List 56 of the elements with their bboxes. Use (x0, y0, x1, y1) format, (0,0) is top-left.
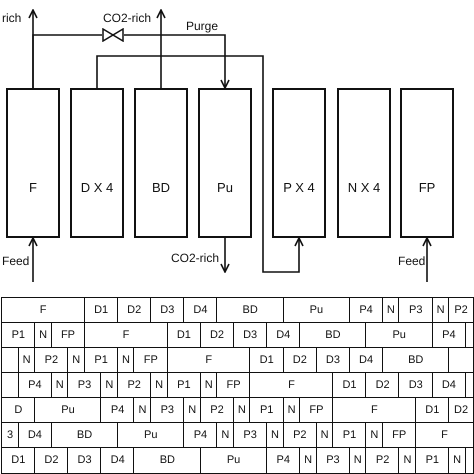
flow-arrow (28, 237, 38, 282)
column-label: D X 4 (80, 180, 114, 195)
adsorber-column (400, 88, 454, 238)
schedule-cell: D1 (249, 347, 284, 374)
schedule-cell: N (448, 447, 466, 474)
column-label: P X 4 (283, 180, 315, 195)
adsorber-column (70, 88, 124, 238)
schedule-cell: F (249, 372, 334, 398)
schedule-cell: P1 (249, 397, 284, 424)
schedule-cell: P4 (266, 447, 301, 474)
edge-label: Purge (185, 19, 220, 33)
adsorber-column (6, 88, 60, 238)
schedule-cell: Pu (34, 397, 102, 424)
schedule-cell: N (398, 447, 416, 474)
adsorber-column (198, 88, 252, 238)
edge-label: CO2-rich (170, 251, 220, 265)
schedule-cell: F (1, 297, 86, 324)
schedule-cell: Pu (365, 322, 434, 348)
schedule-cell: FP (133, 347, 168, 374)
schedule-cell: D3 (67, 447, 102, 474)
column-label: F (29, 180, 37, 195)
schedule-cell: P2 (448, 297, 474, 324)
schedule-cell: N (299, 447, 318, 474)
flow-line (32, 34, 102, 88)
column-label: Pu (217, 180, 233, 195)
adsorber-column (134, 88, 188, 238)
flow-arrow (124, 34, 230, 89)
edge-label: Feed (1, 254, 30, 268)
schedule-cell: D2 (34, 447, 69, 474)
schedule-cell: F (415, 422, 474, 448)
schedule-cell: D3 (398, 372, 434, 398)
valve-icon (102, 28, 124, 42)
schedule-cell: F (332, 397, 416, 424)
column-label: FP (418, 180, 436, 195)
column-label: N X 4 (348, 180, 380, 195)
edge-label: CO2-rich (102, 11, 152, 25)
adsorber-column (337, 88, 391, 238)
schedule-cell: P3 (316, 447, 350, 474)
schedule-cell: P2 (365, 447, 400, 474)
schedule-cell: P1 (415, 447, 450, 474)
schedule-cell: D1 (1, 447, 36, 474)
column-label: BD (152, 180, 170, 195)
schedule-cell: D2 (448, 397, 474, 424)
flow-arrow (220, 238, 230, 273)
edge-label: rich (1, 11, 22, 25)
edge-label: Feed (397, 254, 426, 268)
schedule-cell: P3 (398, 297, 434, 324)
flow-arrow (96, 55, 304, 273)
flow-arrow (422, 237, 432, 282)
schedule-cell: BD (216, 297, 284, 324)
adsorber-column (272, 88, 326, 238)
schedule-cell: BD (299, 322, 367, 348)
schedule-cell: D4 (100, 447, 135, 474)
schedule-cell: Pu (200, 447, 268, 474)
schedule-cell: BD (133, 447, 202, 474)
flow-arrow (156, 9, 166, 88)
